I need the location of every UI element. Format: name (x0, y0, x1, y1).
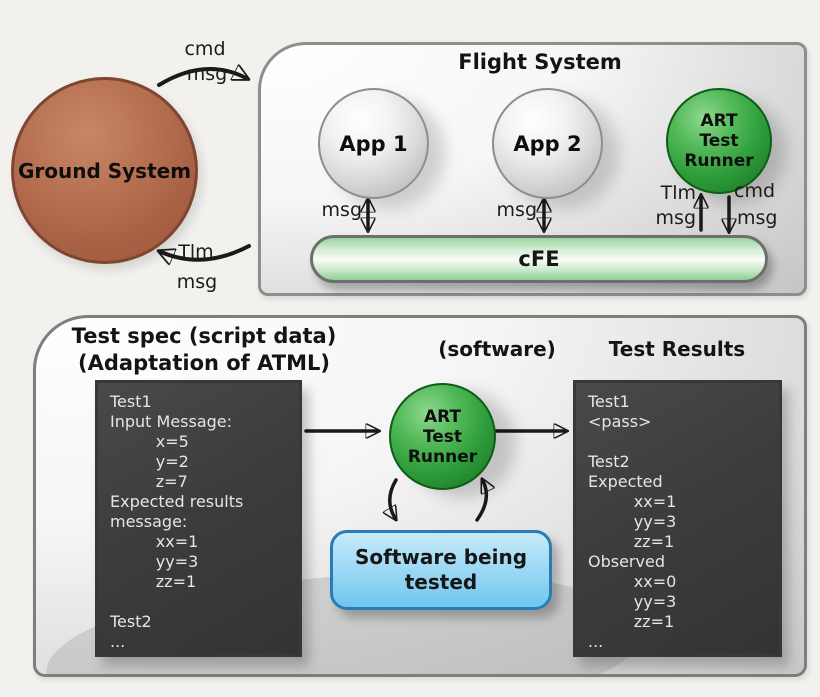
tlm-up-label-line1: Tlm (660, 182, 696, 204)
art-test-runner-node-bottom: ART Test Runner (389, 383, 496, 490)
ground-system-node: Ground System (11, 77, 198, 264)
tlm-link-label-line2: msg (176, 271, 218, 293)
cmd-link-label-line2: msg (186, 63, 228, 85)
art-test-runner-label-bottom: ART Test Runner (407, 406, 478, 467)
tlm-link-label-line1: Tlm (178, 241, 214, 263)
test-spec-panel: Test1 Input Message: x=5 y=2 z=7 Expecte… (95, 380, 302, 657)
tlm-up-label-line2: msg (655, 207, 696, 229)
app1-label: App 1 (339, 131, 408, 156)
app1-msg-label: msg (321, 199, 362, 221)
cmd-down-label-line1: cmd (734, 180, 776, 202)
software-being-tested-box: Software being tested (330, 530, 552, 610)
app2-msg-label: msg (496, 199, 537, 221)
cmd-down-label-line2: msg (737, 207, 778, 229)
test-results-title: Test Results (608, 337, 746, 361)
art-test-runner-label: ART Test Runner (684, 111, 754, 171)
app1-node: App 1 (318, 88, 429, 199)
test-spec-title: Test spec (script data) (Adaptation of A… (38, 323, 370, 377)
flight-system-title: Flight System (458, 50, 622, 74)
test-results-panel: Test1 <pass> Test2 Expected xx=1 yy=3 zz… (573, 380, 782, 657)
test-spec-title-line2: (Adaptation of ATML) (78, 351, 330, 375)
cfe-bar: cFE (310, 235, 768, 283)
cfe-label: cFE (518, 247, 560, 271)
software-being-tested-label: Software being tested (354, 545, 528, 594)
app2-node: App 2 (492, 88, 603, 199)
software-label: (software) (438, 337, 556, 361)
test-spec-title-line1: Test spec (script data) (71, 324, 337, 348)
cmd-link-label-line1: cmd (184, 38, 226, 60)
app2-label: App 2 (513, 131, 582, 156)
art-test-runner-node: ART Test Runner (666, 88, 772, 194)
ground-system-label: Ground System (17, 158, 192, 183)
